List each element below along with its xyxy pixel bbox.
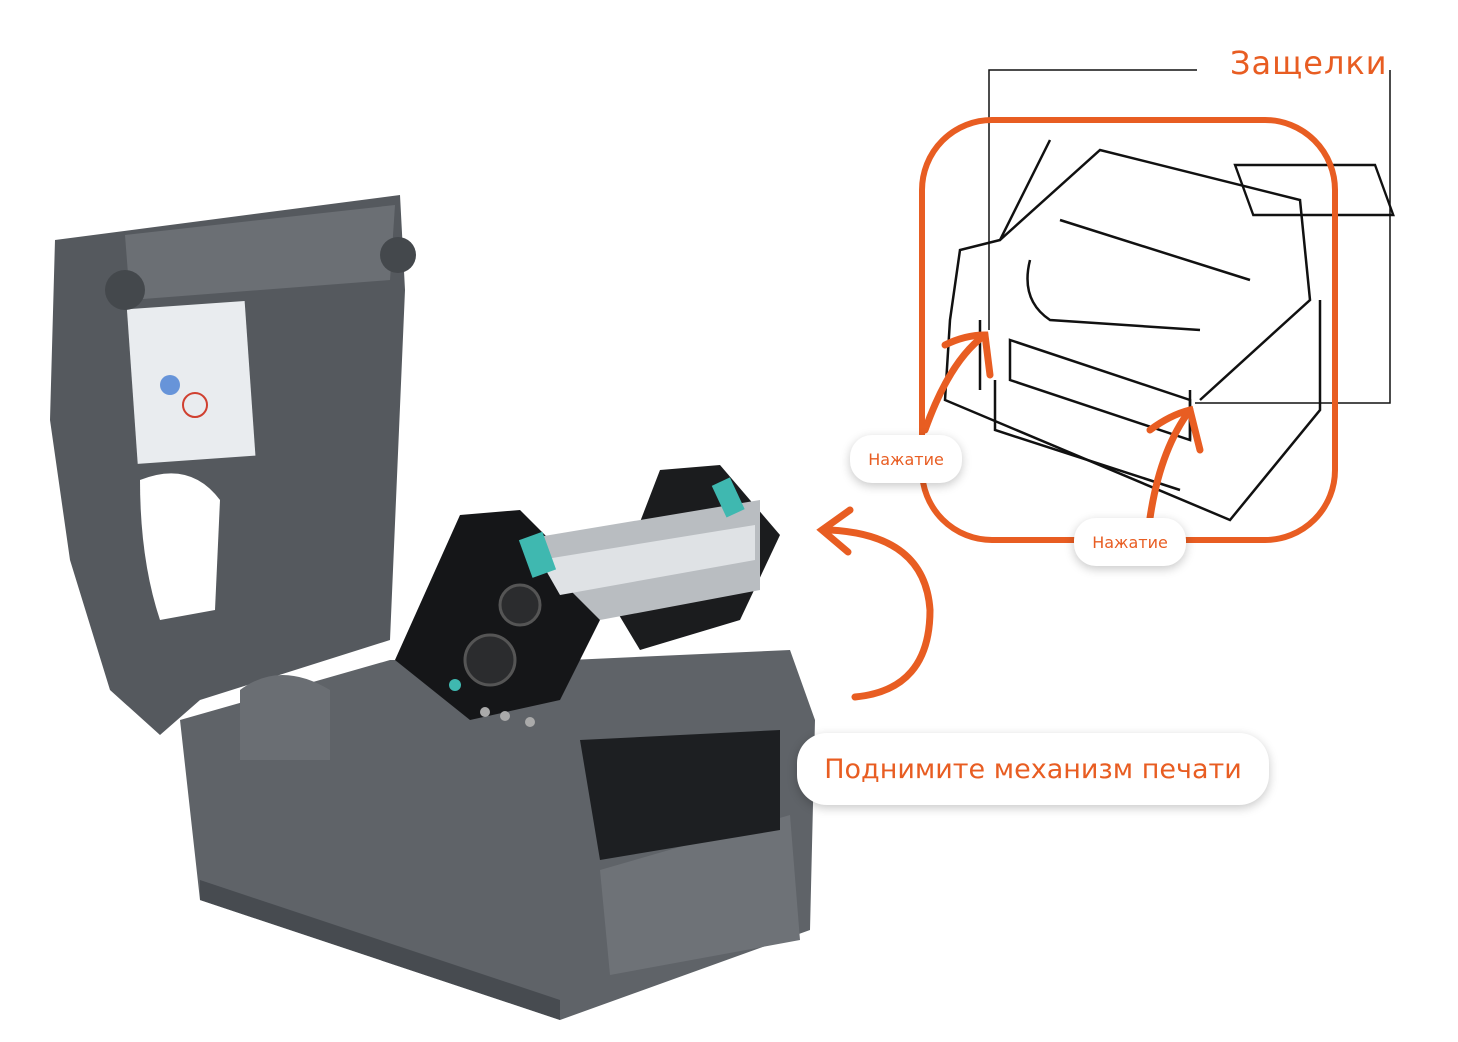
press-arrow-icon: [921, 331, 1204, 522]
instruction-label: Поднимите механизм печати: [797, 733, 1269, 805]
latches-title: Защелки: [1230, 44, 1388, 82]
installation-diagram-label: [126, 300, 256, 464]
press-label-left: Нажатие: [850, 435, 962, 483]
curved-arrow-icon: [816, 506, 934, 701]
press-label-right: Нажатие: [1074, 518, 1186, 566]
